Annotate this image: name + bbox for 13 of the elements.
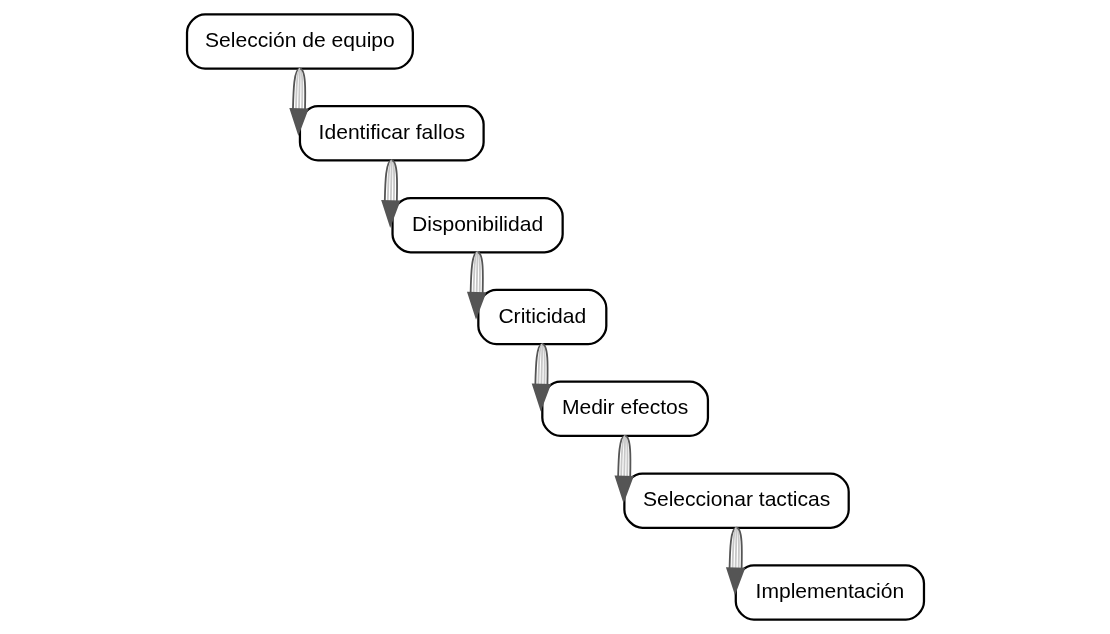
node-box: Medir efectos: [540, 380, 709, 438]
arrow: [288, 67, 309, 137]
node-box: Criticidad: [476, 288, 607, 346]
node-box: Seleccionar tacticas: [622, 472, 850, 529]
node-box: Disponibilidad: [390, 196, 564, 254]
node-box: Implementación: [734, 564, 925, 621]
arrow: [531, 343, 551, 412]
arrow: [614, 435, 634, 504]
arrow: [380, 159, 401, 228]
node-box: Selección de equipo: [185, 13, 414, 70]
arrow: [466, 251, 486, 320]
node-box: Identificar fallos: [298, 105, 485, 162]
arrow: [725, 526, 745, 596]
